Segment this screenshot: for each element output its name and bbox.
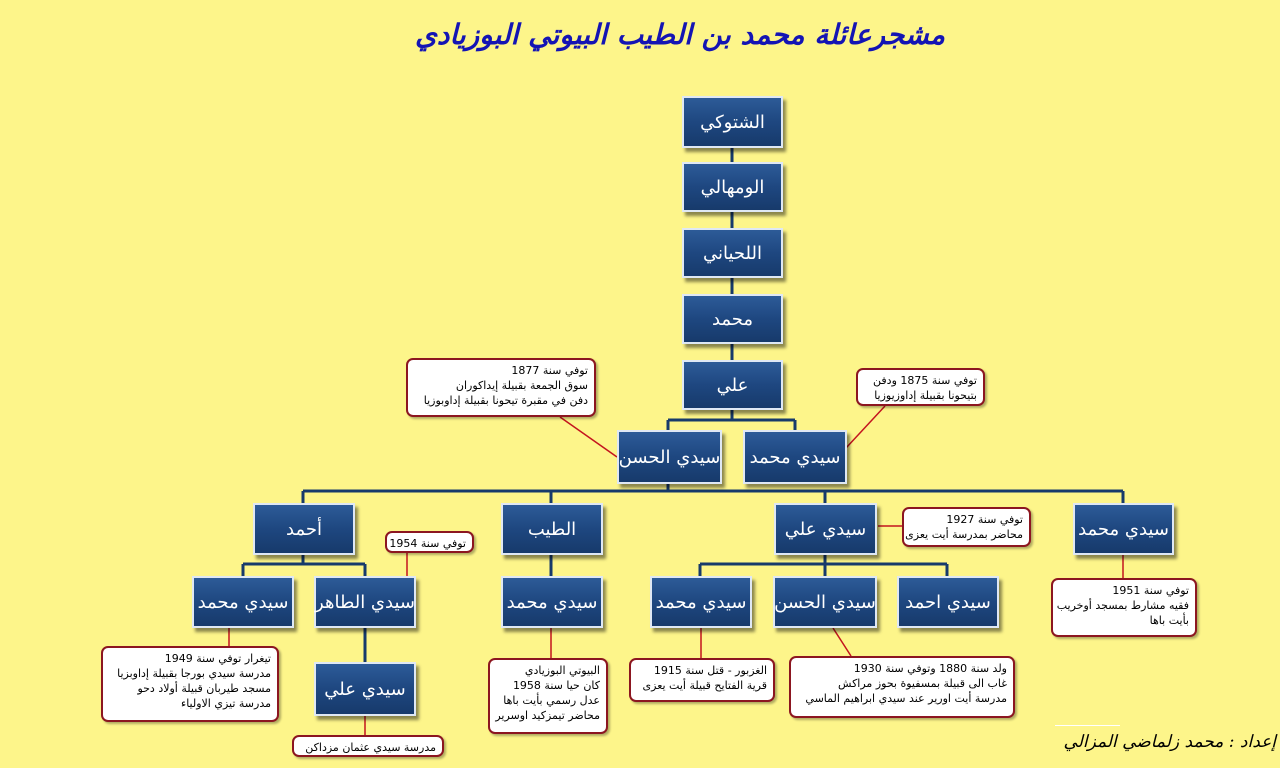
note-line: الغزبور - قتل سنة 1915: [653, 664, 767, 677]
note-line: توفي سنة 1875 ودفن: [873, 374, 977, 387]
node-sidi-hassan: سيدي الحسن: [617, 430, 722, 484]
node-mohamed: محمد: [682, 294, 783, 344]
note-line: توفي سنة 1951: [1112, 584, 1189, 597]
note-line: مدرسة سيدي عثمان مزداكن: [305, 741, 436, 754]
node-shtouki: الشتوكي: [682, 96, 783, 148]
note-line: عدل رسمي بأيت باها: [503, 694, 600, 707]
node-sidi-mohamed-c: سيدي محمد: [192, 576, 294, 628]
node-sidi-ali-b: سيدي علي: [774, 503, 877, 555]
credit-divider: [1055, 725, 1120, 726]
note-sidi-ali-b: توفي سنة 1927 محاضر بمدرسة أيت يعزى: [902, 507, 1031, 547]
node-sidi-ali-c: سيدي علي: [314, 662, 416, 716]
note-line: قرية الفتايح قبيلة أيت يعزى: [642, 679, 767, 692]
note-line: غاب الى قبيلة بمسفيوة بحوز مراكش: [838, 677, 1007, 690]
note-line: مدرسة سيدي بورجا بقبيلة إداوبزيا: [117, 667, 271, 680]
node-sidi-mohamed-b: سيدي محمد: [1073, 503, 1174, 555]
node-sidi-mohamed-a: سيدي محمد: [743, 430, 847, 484]
note-line: بتيحونا بقبيلة إداوزيوزيا: [874, 389, 977, 402]
note-line: فقيه مشارط بمسجد أوخريب: [1056, 599, 1189, 612]
node-tayeb: الطيب: [501, 503, 603, 555]
node-sidi-hassan-b: سيدي الحسن: [773, 576, 877, 628]
note-line: ولد سنة 1880 وتوفي سنة 1930: [853, 662, 1007, 675]
note-sidi-mohamed-c: تيغرار توفي سنة 1949 مدرسة سيدي بورجا بق…: [101, 646, 279, 722]
note-line: دفن في مقبرة تيحونا بقبيلة إداوبوزيا: [423, 394, 588, 407]
note-line: محاضر تيمزكيد اوسرير: [495, 709, 600, 722]
node-sidi-ahmed: سيدي احمد: [897, 576, 999, 628]
note-line: مسجد طيربان قبيلة أولاد دحو: [137, 682, 271, 695]
note-sidi-mohamed-d: البيوتي البوزيادي كان حيا سنة 1958 عدل ر…: [488, 658, 608, 734]
node-ali: علي: [682, 360, 783, 410]
note-line: مدرسة أيت اورير عند سيدي ابراهيم الماسي: [805, 692, 1007, 705]
note-sidi-mohamed-a: توفي سنة 1875 ودفن بتيحونا بقبيلة إداوزي…: [856, 368, 985, 406]
credit-text: إعداد : محمد زلماضي المزالي: [1063, 732, 1276, 752]
node-ahmed: أحمد: [253, 503, 355, 555]
note-line: توفي سنة 1954: [389, 537, 466, 550]
note-sidi-ali-c: مدرسة سيدي عثمان مزداكن: [292, 735, 444, 757]
note-line: البيوتي البوزيادي: [524, 664, 600, 677]
node-sidi-taher: سيدي الطاهر: [314, 576, 416, 628]
note-sidi-hassan-b: ولد سنة 1880 وتوفي سنة 1930 غاب الى قبيل…: [789, 656, 1015, 718]
note-sidi-mohamed-b: توفي سنة 1951 فقيه مشارط بمسجد أوخريب بأ…: [1051, 578, 1197, 637]
note-line: سوق الجمعة بقبيلة إيداكوران: [455, 379, 588, 392]
note-line: مدرسة تيزي الاولياء: [181, 697, 271, 710]
note-line: تيغرار توفي سنة 1949: [164, 652, 271, 665]
node-sidi-mohamed-e: سيدي محمد: [650, 576, 752, 628]
note-sidi-taher: توفي سنة 1954: [385, 531, 474, 553]
note-line: محاضر بمدرسة أيت يعزى: [905, 528, 1023, 541]
node-lahyani: اللحياني: [682, 228, 783, 278]
note-line: كان حيا سنة 1958: [512, 679, 600, 692]
node-sidi-mohamed-d: سيدي محمد: [501, 576, 603, 628]
note-sidi-hassan: توفي سنة 1877 سوق الجمعة بقبيلة إيداكورا…: [406, 358, 596, 417]
note-sidi-mohamed-e: الغزبور - قتل سنة 1915 قرية الفتايح قبيل…: [629, 658, 775, 702]
note-line: توفي سنة 1877: [511, 364, 588, 377]
diagram-title: مشجرعائلة محمد بن الطيب البيوتي البوزياد…: [414, 18, 946, 51]
node-wamhali: الومهالي: [682, 162, 783, 212]
note-line: توفي سنة 1927: [946, 513, 1023, 526]
note-line: بأيت باها: [1149, 614, 1189, 627]
